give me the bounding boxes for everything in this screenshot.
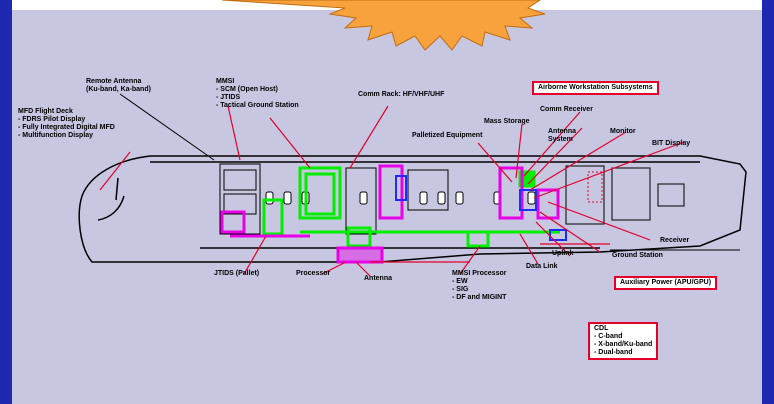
aircraft-fuselage xyxy=(78,155,747,263)
callout-cdl-line2: - C-band xyxy=(594,333,623,340)
label-antenna-system-line1: Antenna xyxy=(548,128,576,135)
black-leader-lines xyxy=(119,93,740,251)
label-processor: Processor xyxy=(296,270,331,277)
label-antenna-system: Antenna System xyxy=(548,128,576,144)
background-panel xyxy=(12,10,762,404)
label-uplink-antenna: Uplink xyxy=(552,250,574,257)
label-remote-antenna-line1: Remote Antenna xyxy=(86,78,142,85)
label-antenna: Antenna xyxy=(364,275,392,282)
label-mmsi-line2: - SCM (Open Host) xyxy=(216,86,278,93)
label-mfd-line3: - Fully Integrated Digital MFD xyxy=(18,124,115,131)
label-mmsi-processor: MMSI Processor - EW - SIG - DF and MIGIN… xyxy=(452,270,506,302)
frame-right-edge xyxy=(762,0,774,404)
label-remote-antenna-line2: (Ku-band, Ka-band) xyxy=(86,86,151,93)
label-monitor: Monitor xyxy=(610,128,636,135)
callout-cdl: CDL - C-band - X-band/Ku-band - Dual-ban… xyxy=(588,322,659,360)
label-mmsi: MMSI - SCM (Open Host) - JTIDS - Tactica… xyxy=(216,78,299,110)
label-comm-receiver: Comm Receiver xyxy=(540,106,593,113)
callout-cdl-line3: - X-band/Ku-band xyxy=(594,341,653,348)
blue-equipment xyxy=(395,175,567,241)
callout-palletized-systems-text: Airborne Workstation Subsystems xyxy=(538,84,653,91)
callout-palletized-systems: Airborne Workstation Subsystems xyxy=(532,81,659,95)
interior-equipment xyxy=(219,163,685,235)
label-mmsi-line1: MMSI xyxy=(216,78,235,85)
label-mass-storage: Mass Storage xyxy=(484,118,530,125)
callout-cdl-line4: - Dual-band xyxy=(594,349,633,356)
green-equipment xyxy=(262,166,560,248)
label-bit-display: BIT Display xyxy=(652,140,691,147)
label-ground-station: Ground Station xyxy=(612,252,663,259)
label-mfd-line4: - Multifunction Display xyxy=(18,132,94,139)
label-mmsi-processor-line2: - EW xyxy=(452,278,468,285)
callout-auxiliary-power-text: Auxiliary Power (APU/GPU) xyxy=(620,279,712,286)
label-mfd-line2: - FDRS Pilot Display xyxy=(18,116,86,123)
label-mmsi-processor-line4: - DF and MIGINT xyxy=(452,294,507,301)
title-starburst xyxy=(221,0,546,51)
label-mmsi-processor-line3: - SIG xyxy=(452,286,469,293)
magenta-equipment xyxy=(220,164,560,264)
label-palletized-equipment: Palletized Equipment xyxy=(412,132,483,139)
label-mfd-flight-deck: MFD Flight Deck - FDRS Pilot Display - F… xyxy=(18,108,115,140)
label-mmsi-processor-line1: MMSI Processor xyxy=(452,270,507,277)
callout-auxiliary-power: Auxiliary Power (APU/GPU) xyxy=(614,276,718,290)
label-mmsi-line3: - JTIDS xyxy=(216,94,241,101)
label-data-link: Data Link xyxy=(526,263,558,270)
callout-leader-lines xyxy=(99,105,685,277)
label-receiver: Receiver xyxy=(660,237,690,244)
label-comm-rack: Comm Rack: HF/VHF/UHF xyxy=(358,91,445,98)
callout-cdl-line1: CDL xyxy=(594,325,609,332)
label-jtids: JTIDS (Pallet) xyxy=(214,270,260,277)
label-mmsi-line4: - Tactical Ground Station xyxy=(216,102,299,109)
label-antenna-system-line2: System xyxy=(548,136,573,143)
frame-left-edge xyxy=(0,0,12,404)
label-mfd-line1: MFD Flight Deck xyxy=(18,108,73,115)
label-remote-antenna: Remote Antenna (Ku-band, Ka-band) xyxy=(86,78,151,94)
